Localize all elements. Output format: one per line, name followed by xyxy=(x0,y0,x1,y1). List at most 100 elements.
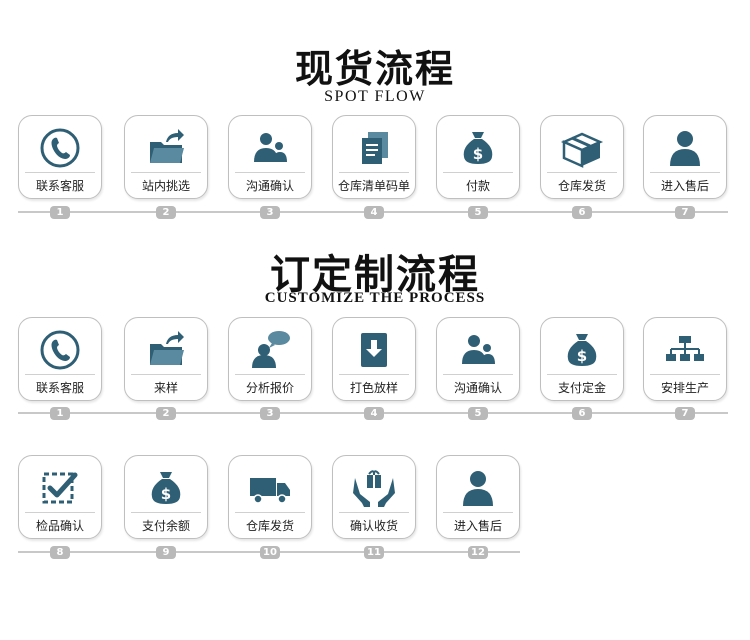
custom-row1-step-card: 分析报价 xyxy=(228,317,312,401)
customize-flow-subtitle: CUSTOMIZE THE PROCESS xyxy=(264,290,486,306)
card-divider xyxy=(25,172,95,173)
card-divider xyxy=(443,374,513,375)
card-divider xyxy=(25,374,95,375)
step-label: 仓库清单码单 xyxy=(337,179,410,193)
people-icon xyxy=(456,328,500,372)
spot-step-card: 沟通确认 xyxy=(228,115,312,199)
spot-step-card: $ 付款 xyxy=(436,115,520,199)
card-divider xyxy=(235,374,305,375)
download-icon xyxy=(352,328,396,372)
spot-flow-title: 现货流程 xyxy=(294,46,455,91)
step-number-badge: 3 xyxy=(260,407,280,420)
phone-icon xyxy=(38,328,82,372)
person-icon xyxy=(456,466,500,510)
step-label: 站内挑选 xyxy=(141,179,190,193)
custom-row2-step-card: 确认收货 xyxy=(332,455,416,539)
card-divider xyxy=(650,374,720,375)
card-divider xyxy=(443,512,513,513)
custom-row1-step-card: 联系客服 xyxy=(18,317,102,401)
phone-icon xyxy=(38,126,82,170)
step-label: 来样 xyxy=(153,381,178,395)
checkbox-icon xyxy=(38,466,82,510)
step-label: 仓库发货 xyxy=(557,179,606,193)
custom-row1-step-card: 沟通确认 xyxy=(436,317,520,401)
step-number-badge: 9 xyxy=(156,546,176,559)
step-number-badge: 1 xyxy=(50,206,70,219)
step-number-badge: 1 xyxy=(50,407,70,420)
step-label: 进入售后 xyxy=(660,179,709,193)
step-label: 支付定金 xyxy=(557,381,606,395)
step-number-badge: 6 xyxy=(572,206,592,219)
money-bag-icon: $ xyxy=(144,466,188,510)
svg-text:$: $ xyxy=(161,485,171,503)
card-divider xyxy=(547,172,617,173)
step-number-badge: 10 xyxy=(260,546,280,559)
step-number-badge: 7 xyxy=(675,206,695,219)
card-divider xyxy=(25,512,95,513)
spot-step-card: 进入售后 xyxy=(643,115,727,199)
step-label: 联系客服 xyxy=(35,179,84,193)
step-label: 安排生产 xyxy=(660,381,709,395)
folder-icon xyxy=(144,126,188,170)
spot-step-card: 站内挑选 xyxy=(124,115,208,199)
step-label: 分析报价 xyxy=(245,381,294,395)
step-number-badge: 4 xyxy=(364,407,384,420)
svg-text:$: $ xyxy=(473,145,483,163)
hands-gift-icon xyxy=(352,466,396,510)
step-label: 打色放样 xyxy=(349,381,398,395)
step-label: 检品确认 xyxy=(35,519,84,533)
card-divider xyxy=(339,512,409,513)
card-divider xyxy=(547,374,617,375)
spot-step-card: 联系客服 xyxy=(18,115,102,199)
step-label: 仓库发货 xyxy=(245,519,294,533)
people-icon xyxy=(248,126,292,170)
custom-row2-step-card: 检品确认 xyxy=(18,455,102,539)
card-divider xyxy=(131,512,201,513)
spot-flow-subtitle: SPOT FLOW xyxy=(324,88,426,105)
custom-row2-step-card: 仓库发货 xyxy=(228,455,312,539)
spot-step-card: 仓库清单码单 xyxy=(332,115,416,199)
step-label: 付款 xyxy=(465,179,490,193)
step-number-badge: 5 xyxy=(468,407,488,420)
card-divider xyxy=(131,374,201,375)
truck-icon xyxy=(248,466,292,510)
money-bag-icon: $ xyxy=(456,126,500,170)
card-divider xyxy=(235,512,305,513)
step-number-badge: 5 xyxy=(468,206,488,219)
box-icon xyxy=(560,126,604,170)
step-number-badge: 12 xyxy=(468,546,488,559)
spot-step-card: 仓库发货 xyxy=(540,115,624,199)
custom-row1-step-card: $ 支付定金 xyxy=(540,317,624,401)
custom-row1-step-card: 来样 xyxy=(124,317,208,401)
card-divider xyxy=(131,172,201,173)
card-divider xyxy=(235,172,305,173)
custom-row1-step-card: 安排生产 xyxy=(643,317,727,401)
customize-flow-title: 订定制流程 xyxy=(270,251,480,298)
card-divider xyxy=(339,172,409,173)
card-divider xyxy=(443,172,513,173)
custom-row2-step-card: 进入售后 xyxy=(436,455,520,539)
step-number-badge: 7 xyxy=(675,407,695,420)
person-icon xyxy=(663,126,707,170)
org-chart-icon xyxy=(663,328,707,372)
folder-icon xyxy=(144,328,188,372)
step-number-badge: 6 xyxy=(572,407,592,420)
step-number-badge: 2 xyxy=(156,407,176,420)
step-label: 支付余额 xyxy=(141,519,190,533)
step-number-badge: 11 xyxy=(364,546,384,559)
chat-person-icon xyxy=(248,328,292,372)
step-number-badge: 4 xyxy=(364,206,384,219)
card-divider xyxy=(650,172,720,173)
custom-row2-step-card: $ 支付余额 xyxy=(124,455,208,539)
step-number-badge: 3 xyxy=(260,206,280,219)
step-label: 进入售后 xyxy=(453,519,502,533)
step-number-badge: 2 xyxy=(156,206,176,219)
svg-text:$: $ xyxy=(577,347,587,365)
step-number-badge: 8 xyxy=(50,546,70,559)
step-label: 沟通确认 xyxy=(245,179,294,193)
money-bag-icon: $ xyxy=(560,328,604,372)
card-divider xyxy=(339,374,409,375)
step-label: 联系客服 xyxy=(35,381,84,395)
document-icon xyxy=(352,126,396,170)
step-label: 确认收货 xyxy=(349,519,398,533)
